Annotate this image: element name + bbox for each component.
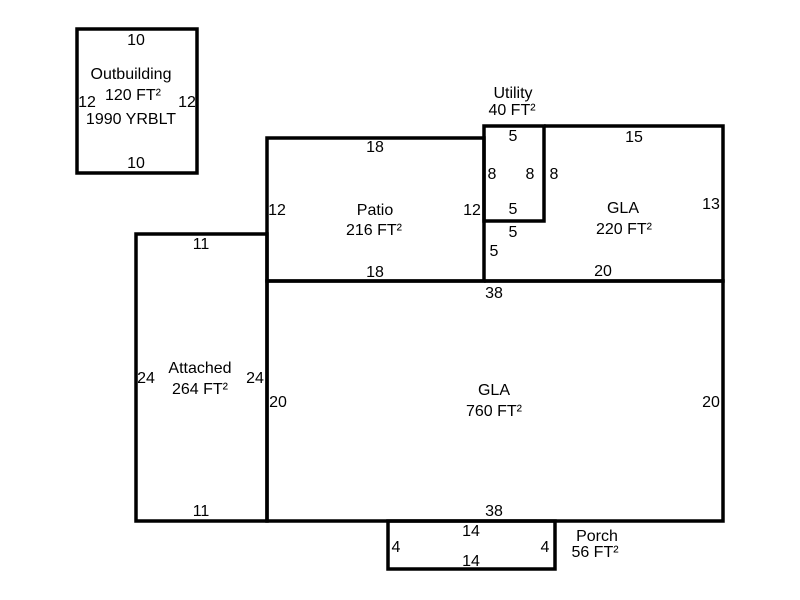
attached-bottom-dim: 11 — [193, 503, 210, 520]
utility-outline — [482, 124, 546, 223]
patio-bottom-dim: 18 — [366, 264, 384, 281]
attached-name: Attached — [168, 360, 231, 377]
utility-top-dim: 5 — [509, 128, 518, 145]
gla-main-right-dim: 20 — [702, 394, 720, 411]
gla-main-top-dim: 38 — [485, 285, 503, 302]
attached-right-dim: 24 — [246, 370, 264, 387]
porch-left-dim: 4 — [392, 539, 401, 556]
outbuilding-right-dim: 12 — [178, 94, 196, 111]
gla-upper-right-dim: 13 — [702, 196, 720, 213]
attached-left-dim: 24 — [137, 370, 155, 387]
gla-upper-outline — [484, 124, 725, 283]
gla-main-outline — [265, 279, 725, 523]
gla-upper-notch-h-dim: 5 — [509, 224, 518, 241]
gla-main-name: GLA — [478, 382, 510, 399]
outbuilding-name: Outbuilding — [91, 66, 172, 83]
gla-upper-top-dim: 15 — [625, 129, 643, 146]
patio-top-dim: 18 — [366, 139, 384, 156]
attached-area: 264 FT² — [172, 381, 229, 398]
attached-top-dim: 11 — [193, 236, 210, 253]
outbuilding-outline — [75, 27, 199, 175]
patio-area: 216 FT² — [346, 222, 403, 239]
porch-top-dim: 14 — [462, 523, 480, 540]
gla-upper-bottom-dim: 20 — [594, 263, 612, 280]
porch-bottom-dim: 14 — [462, 553, 480, 570]
utility-right-dim: 8 — [526, 166, 535, 183]
utility-area: 40 FT² — [488, 102, 536, 119]
porch-outline — [386, 519, 557, 571]
utility-name: Utility — [493, 85, 532, 102]
gla-main-bottom-dim: 38 — [485, 503, 503, 520]
gla-main-area: 760 FT² — [466, 403, 523, 420]
porch-name: Porch — [576, 528, 618, 545]
patio-right-dim: 12 — [463, 202, 481, 219]
outbuilding-left-dim: 12 — [78, 94, 96, 111]
gla-upper-area: 220 FT² — [596, 221, 653, 238]
outbuilding-top-dim: 10 — [127, 32, 145, 49]
porch-area: 56 FT² — [571, 544, 619, 561]
gla-upper-notch-v-dim: 8 — [550, 166, 559, 183]
outbuilding-bottom-dim: 10 — [127, 155, 145, 172]
outbuilding-area: 120 FT² — [105, 87, 162, 104]
gla-upper-name: GLA — [607, 200, 639, 217]
gla-main-left-dim: 20 — [269, 394, 287, 411]
utility-left-dim: 8 — [488, 166, 497, 183]
patio-name: Patio — [357, 202, 394, 219]
outbuilding-year: 1990 YRBLT — [86, 111, 176, 128]
utility-bottom-dim: 5 — [509, 201, 518, 218]
gla-upper-left-dim: 5 — [490, 243, 499, 260]
patio-left-dim: 12 — [268, 202, 286, 219]
porch-right-dim: 4 — [541, 539, 550, 556]
